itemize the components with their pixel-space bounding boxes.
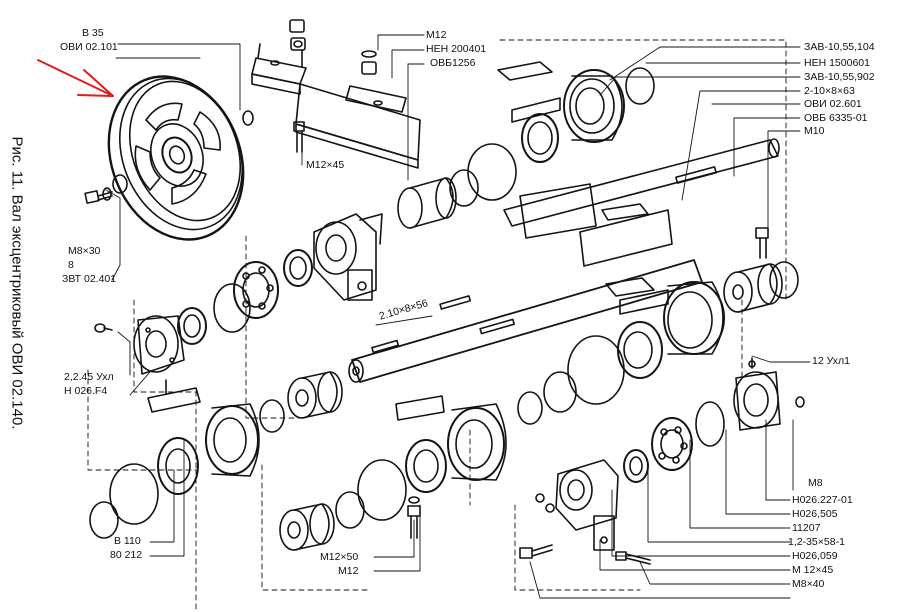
label-ovi02101: ОВИ 02.101 <box>60 41 118 53</box>
upper-bushing <box>397 177 457 229</box>
left-bearing-housing <box>313 213 383 301</box>
label-ovi02601: ОВИ 02.601 <box>804 98 862 110</box>
m8-nut <box>795 396 805 408</box>
label-zav1055104: ЗАВ-10,55,104 <box>804 41 875 53</box>
lower-bolt-m8x40 <box>519 544 553 559</box>
label-m12-top: М12 <box>426 29 447 41</box>
pulley-bolt <box>84 174 128 204</box>
lower-right-ball-bearing <box>651 417 693 471</box>
label-m8x40: М8×40 <box>792 578 825 590</box>
label-ovb633501: ОВБ 6335-01 <box>804 112 868 124</box>
pulley-wheel <box>107 75 245 241</box>
label-m12x50: М12×50 <box>320 551 359 563</box>
top-hardware <box>289 19 377 153</box>
lower-middle-ring <box>357 459 407 521</box>
lower-right-pillow-block <box>555 459 619 551</box>
upper-shaft <box>503 138 780 227</box>
label-235x58: 1,2-35×58-1 <box>788 536 845 548</box>
label-m12x45-top: М12×45 <box>306 159 345 171</box>
label-8: 8 <box>68 259 74 271</box>
right-bushing <box>723 263 783 313</box>
lower-right-ring <box>695 401 725 447</box>
upper-bearing-1 <box>563 69 625 143</box>
left-small-seal <box>177 307 207 345</box>
dashed-frames <box>87 39 787 612</box>
lower-left-ring-small <box>89 501 119 539</box>
left-snap-ring <box>213 283 251 333</box>
left-seal-ring <box>283 249 313 287</box>
label-zvt02401: ЗВТ 02.401 <box>62 273 117 285</box>
lower-bolt-m12x45 <box>615 551 651 565</box>
upper-snap-ring-3 <box>449 169 479 207</box>
label-m12x45-bottom: М 12×45 <box>792 564 834 576</box>
label-n026059: Н026,059 <box>792 550 838 562</box>
label-ovb1256: ОВБ1256 <box>430 57 476 69</box>
lower-left-ring-large <box>109 463 159 525</box>
upper-snap-ring-2 <box>467 143 517 201</box>
small-washer <box>242 110 254 126</box>
left-ball-bearing <box>233 261 279 319</box>
right-snap-ring <box>769 261 799 299</box>
nut-b <box>545 503 555 513</box>
label-12-uhl1: 12 Ухл1 <box>812 355 851 367</box>
label-nen1500601: НЕН 1500601 <box>804 57 870 69</box>
lower-middle-housing <box>395 395 507 493</box>
middle-bushing <box>287 371 343 419</box>
upper-snap-ring <box>625 67 655 105</box>
grease-nipple-left <box>94 323 113 333</box>
top-clamp-plates <box>251 43 421 169</box>
right-ring-tiny <box>517 391 543 425</box>
main-shaft <box>348 259 703 383</box>
label-m10: М10 <box>804 125 825 137</box>
figure-caption-text: Рис. 11. Вал эксцентриковый ОВИ 02.140. <box>8 136 26 430</box>
label-m12-bottom: М12 <box>338 565 359 577</box>
label-80212: 80 212 <box>110 549 143 561</box>
lower-left-bearing-1 <box>205 403 260 477</box>
figure-caption: Рис. 11. Вал эксцентриковый ОВИ 02.140. <box>4 118 30 448</box>
m10-bolt <box>755 227 769 259</box>
label-n026505: Н026,505 <box>792 508 838 520</box>
label-m8x30: М8×30 <box>68 245 101 257</box>
lower-right-seal <box>623 449 649 483</box>
label-m8: М8 <box>808 477 823 489</box>
right-ring-large <box>567 335 625 405</box>
label-key-21063: 2-10×8×63 <box>804 85 855 97</box>
upper-right-plates <box>497 61 673 315</box>
label-n02622701: Н026.227-01 <box>792 494 853 506</box>
label-nen200401: НЕН 200401 <box>426 43 487 55</box>
left-flange-cover <box>133 315 185 375</box>
right-ring-small <box>543 371 577 413</box>
leader-lines <box>105 34 811 599</box>
upper-seal-ring <box>521 113 559 163</box>
lower-left-plate <box>147 379 201 413</box>
label-zav1055902: ЗАВ-10,55,902 <box>804 71 875 83</box>
middle-ring <box>259 399 285 433</box>
lower-middle-ring-small <box>335 491 365 529</box>
nut-a <box>535 493 545 503</box>
label-b35: В 35 <box>82 27 104 39</box>
lower-bushing <box>279 503 335 551</box>
label-11207: 11207 <box>792 522 821 534</box>
red-pointer-arrow <box>37 59 114 97</box>
label-n026f4: Н 026.F4 <box>64 385 108 397</box>
lower-right-flange <box>733 357 781 431</box>
lower-left-bearing-2 <box>157 437 199 495</box>
right-bearing-housing <box>663 281 725 355</box>
lower-bolt-m12x50 <box>407 496 421 539</box>
label-2245: 2,2.45 Ухл <box>64 371 114 383</box>
label-b110: В 110 <box>114 535 141 547</box>
